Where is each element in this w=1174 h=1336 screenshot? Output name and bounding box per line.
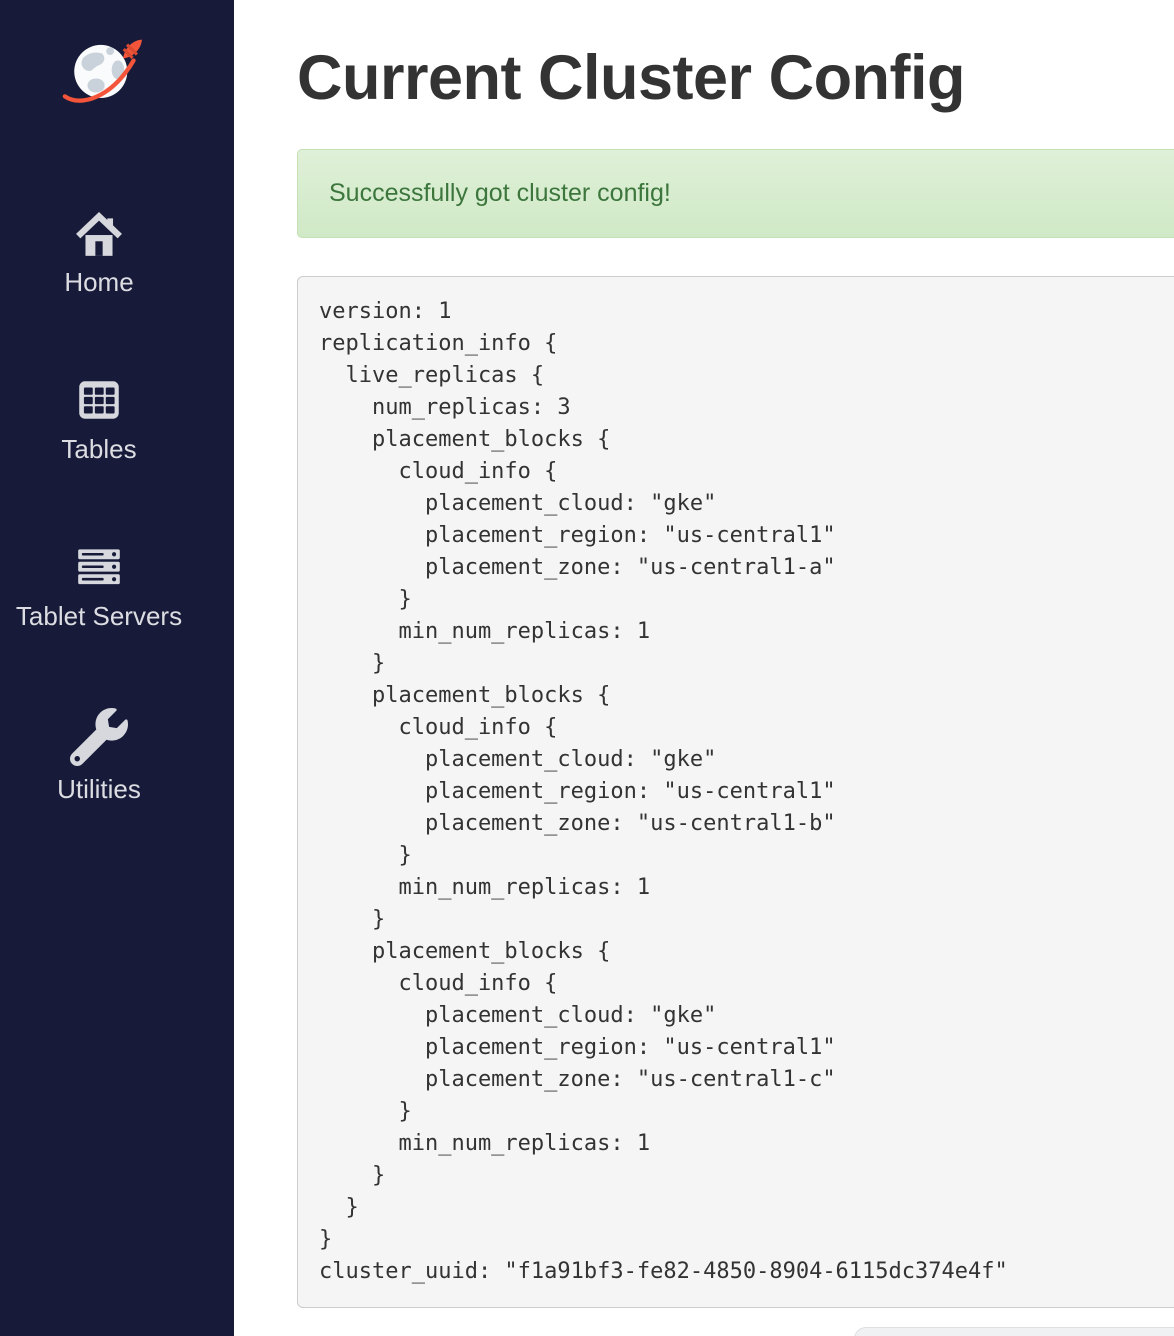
sidebar-item-home[interactable]: Home [64,209,134,298]
globe-rocket-logo-icon [62,39,142,103]
sidebar-item-tablet-servers[interactable]: Tablet Servers [16,541,182,632]
sidebar: Home Tables Tablet Servers [0,0,234,1336]
table-grid-icon [79,381,119,419]
home-icon [76,212,122,256]
success-alert: Successfully got cluster config! [297,149,1174,239]
sidebar-item-utilities[interactable]: Utilities [57,707,141,805]
sidebar-item-label: Tables [61,433,137,464]
cluster-config-text: version: 1 replication_info { live_repli… [297,276,1174,1309]
sidebar-item-label: Utilities [57,773,141,804]
page-title: Current Cluster Config [297,43,966,113]
main-content: Current Cluster Config Successfully got … [234,0,1174,1336]
partial-panel-below-fold [854,1327,1174,1336]
alert-message: Successfully got cluster config! [329,179,671,208]
wrench-icon [69,707,128,766]
sidebar-item-label: Home [64,267,134,297]
sidebar-item-label: Tablet Servers [15,600,183,631]
server-stack-icon [78,549,120,584]
sidebar-item-tables[interactable]: Tables [61,374,137,465]
logo-link[interactable] [60,34,154,117]
